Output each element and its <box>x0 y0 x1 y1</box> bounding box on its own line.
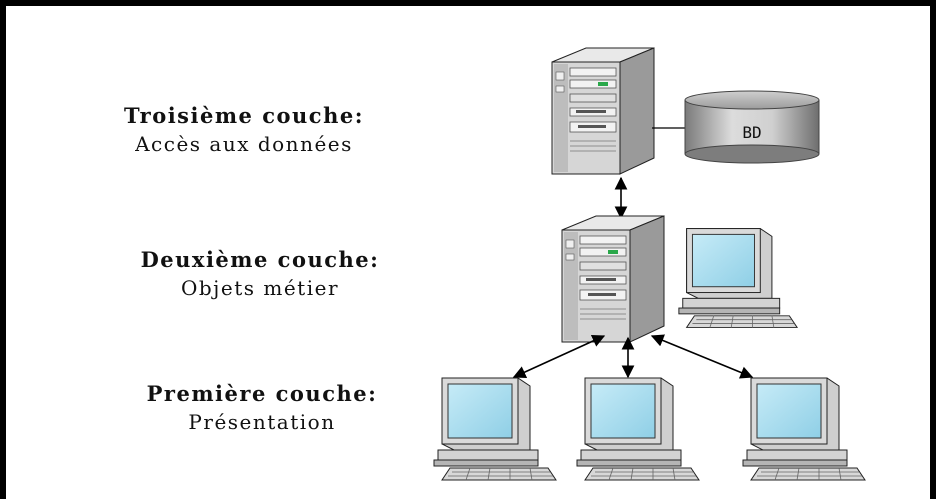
layer-1-description: Présentation <box>188 410 336 434</box>
layer-1-title: Première couche: <box>146 381 378 406</box>
desktop-computer-icon <box>433 377 557 481</box>
layer-2-title: Deuxième couche: <box>140 247 380 272</box>
layer-2-label: Deuxième couche: Objets métier <box>110 246 410 302</box>
desktop-computer-icon <box>576 377 700 481</box>
database-label: BD <box>742 123 761 142</box>
layer-1-label: Première couche: Présentation <box>112 380 412 436</box>
desktop-computer-icon <box>678 228 798 328</box>
arrow-icon <box>512 334 606 379</box>
database-icon: BD <box>684 90 820 164</box>
server-icon <box>551 47 655 175</box>
layer-2-description: Objets métier <box>180 276 340 300</box>
layer-3-title: Troisième couche: <box>124 103 364 128</box>
architecture-diagram: BD <box>433 47 866 481</box>
server-icon <box>561 215 665 343</box>
arrow-icon <box>650 334 754 379</box>
layer-3-label: Troisième couche: Accès aux données <box>94 102 394 158</box>
layer-3-description: Accès aux données <box>135 132 353 156</box>
desktop-computer-icon <box>742 377 866 481</box>
